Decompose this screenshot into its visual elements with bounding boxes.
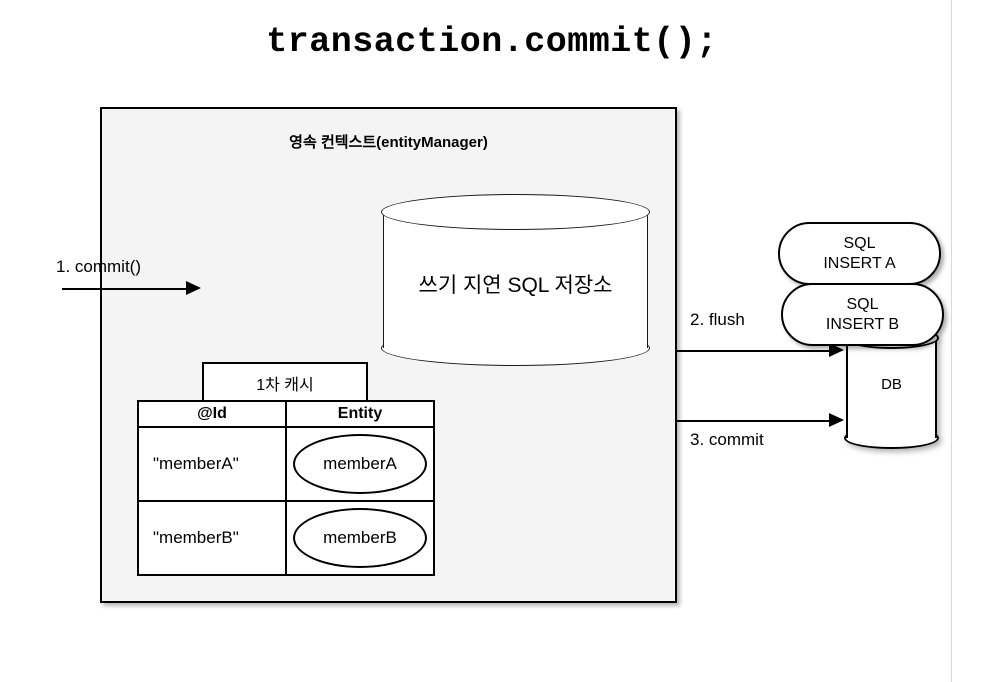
page-title: transaction.commit(); <box>266 22 718 62</box>
entity-ellipse: memberB <box>293 508 427 568</box>
first-level-cache-tab-label: 1차 캐시 <box>256 376 314 394</box>
commit-arrow-line <box>62 288 188 290</box>
commit-arrow-head <box>186 281 201 295</box>
cell-id: "memberA" <box>137 426 287 502</box>
sql-insert-b-line1: SQL <box>846 295 879 313</box>
commit-arrow-label: 1. commit() <box>56 257 141 276</box>
cylinder-top-cap <box>381 194 650 230</box>
table-row: "memberA" memberA <box>137 426 435 502</box>
db-commit-arrow-line <box>677 420 830 422</box>
cell-entity: memberA <box>285 426 435 502</box>
database-cylinder: DB <box>844 327 939 449</box>
database-label: DB <box>881 376 902 393</box>
entity-ellipse: memberA <box>293 434 427 494</box>
column-header-id: @Id <box>137 400 287 428</box>
sql-insert-a-line2: INSERT A <box>823 254 896 272</box>
sql-insert-a-box: SQL INSERT A <box>778 222 941 285</box>
deferred-sql-store-label: 쓰기 지연 SQL 저장소 <box>418 274 613 297</box>
sql-insert-b-box: SQL INSERT B <box>781 283 944 346</box>
sql-insert-b-line2: INSERT B <box>825 315 900 333</box>
db-commit-arrow-label: 3. commit <box>690 430 764 449</box>
db-cylinder-body <box>846 338 937 438</box>
column-header-entity: Entity <box>285 400 435 428</box>
first-level-cache-table: @Id Entity "memberA" memberA "memberB" m… <box>137 400 435 576</box>
flush-arrow-label: 2. flush <box>690 310 745 329</box>
cell-id: "memberB" <box>137 500 287 576</box>
sql-insert-a-line1: SQL <box>843 234 876 252</box>
persistence-context-title: 영속 컨텍스트(entityManager) <box>289 134 488 151</box>
page-right-rule <box>951 0 952 682</box>
flush-arrow-head <box>829 343 844 357</box>
cell-entity: memberB <box>285 500 435 576</box>
cylinder-body <box>383 212 648 348</box>
deferred-sql-store-cylinder: 쓰기 지연 SQL 저장소 <box>381 194 650 366</box>
first-level-cache-tab: 1차 캐시 <box>202 362 368 401</box>
table-row: "memberB" memberB <box>137 500 435 576</box>
db-commit-arrow-head <box>829 413 844 427</box>
flush-arrow-line <box>677 350 830 352</box>
table-header-row: @Id Entity <box>137 400 435 428</box>
